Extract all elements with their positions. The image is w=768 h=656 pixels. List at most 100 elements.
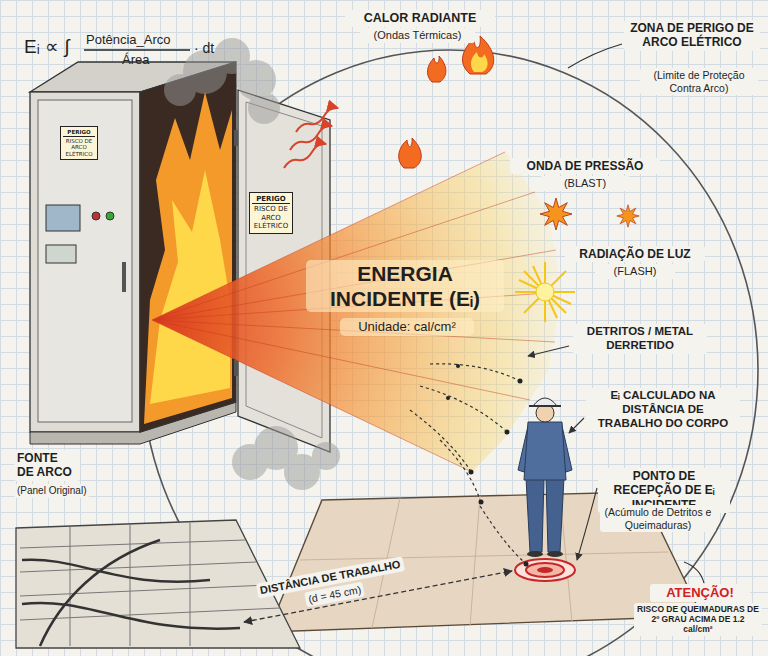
flash-ray (524, 271, 566, 313)
hinge (234, 130, 238, 146)
debris-path (430, 364, 518, 380)
worker (518, 398, 572, 557)
hazard-title: CALOR RADIANTE (345, 10, 495, 27)
heat-wave (284, 144, 326, 168)
smoke-puff (312, 442, 340, 470)
debris (410, 364, 529, 567)
formula-denominator: Área (122, 52, 149, 68)
debris-dot (479, 500, 484, 505)
leader-arrow (569, 418, 584, 433)
debris-dot (505, 430, 510, 435)
flash-ray (519, 280, 571, 304)
hazard-title: ONDA DE PRESSÃO (510, 158, 660, 174)
unit-note: Unidade: cal/cm² (340, 318, 474, 336)
leader-line (568, 44, 622, 68)
flash-ray (533, 266, 557, 318)
debris-dot (518, 379, 523, 384)
warning-sign: PERIGORISCO DE ARCO ELÉTRICO (249, 192, 293, 234)
hazard-title: RADIAÇÃO DE LUZ (565, 246, 705, 262)
formula-symbol: Eᵢ ∝ ∫ (24, 36, 69, 59)
source-note: (Panel Original) (14, 484, 89, 498)
callout-text: Eᵢ CALCULADO NA DISTÂNCIA DE TRABALHO DO… (586, 388, 740, 431)
fraction-bar (84, 49, 190, 50)
button (92, 212, 100, 220)
debris-dot (446, 396, 450, 400)
cabinet-front (30, 92, 140, 432)
warning-text: RISCO DE QUEIMADURAS DE 2º GRAU ACIMA DE… (634, 603, 762, 636)
fire (144, 92, 232, 424)
flash-ray (524, 271, 566, 313)
target-ring (526, 563, 564, 577)
zone-title: ZONA DE PERIGO DE ARCO ELÉTRICO (624, 20, 760, 51)
hazard-note: (FLASH) (595, 264, 675, 279)
worker-leg (546, 478, 564, 552)
sign-heading: PERIGO (252, 195, 290, 204)
leader-line (684, 562, 704, 583)
flash-rays (515, 262, 575, 322)
flame-core (471, 52, 488, 72)
button (106, 212, 114, 220)
main-title: ENERGIA INCIDENTE (Eᵢ) (306, 260, 504, 312)
heat-wave (290, 126, 332, 150)
debris-dot (524, 562, 529, 567)
energy-cone (152, 152, 562, 472)
trench-grating (20, 523, 280, 646)
sign-text: RISCO DE ARCO ELÉTRICO (63, 138, 95, 158)
callout-note: (Acúmulo de Detritos e Queimaduras) (600, 505, 716, 532)
handle (122, 262, 126, 292)
source-title: FONTE DE ARCO (14, 450, 80, 481)
heat-wave (296, 108, 338, 132)
hazard-note: (BLAST) (540, 176, 630, 191)
warning-sign: PERIGORISCO DE ARCO ELÉTRICO (60, 126, 98, 160)
target-center (537, 567, 553, 573)
flash-core (536, 283, 554, 301)
leader-arrow (528, 346, 569, 356)
hazard-note: (Ondas Térmicas) (360, 28, 475, 43)
display (46, 205, 80, 231)
hazard-title: DETRITOS / METAL DERRETIDO (573, 324, 707, 354)
flame (428, 56, 446, 82)
worker-leg (526, 478, 544, 552)
target-ring (515, 559, 575, 581)
sign-text: RISCO DE ARCO ELÉTRICO (252, 205, 290, 230)
ray (152, 152, 505, 320)
light-flash (515, 262, 575, 322)
debris-path (420, 386, 505, 430)
target-mark (515, 559, 575, 581)
meter (46, 245, 76, 263)
debris-dot (456, 364, 460, 368)
sign-heading: PERIGO (63, 129, 95, 137)
hard-hat (533, 398, 557, 406)
debris-dot (469, 470, 474, 475)
zone-note: (Limite de Proteção Contra Arco) (640, 68, 758, 95)
cabinet-interior (140, 62, 236, 432)
heat-waves (284, 108, 338, 168)
flames (399, 36, 494, 168)
blast-star (540, 198, 572, 230)
cabinet-panel (38, 100, 132, 422)
blast-star (617, 205, 639, 227)
smoke-puff (248, 92, 280, 124)
fire-core (150, 170, 230, 404)
ray (152, 320, 472, 472)
smoke-puff (164, 74, 196, 106)
hinge (234, 360, 238, 376)
ray (152, 192, 535, 320)
worker-torso (524, 422, 566, 480)
energy-rays (152, 152, 562, 472)
cable (22, 540, 240, 646)
debris-path (440, 440, 480, 500)
leader-arrow (577, 488, 597, 560)
warning-title: ATENÇÃO! (650, 584, 750, 602)
debris-paths (410, 364, 524, 562)
worker-shoe (527, 551, 543, 557)
ray (152, 250, 556, 320)
formula-term: · dt (194, 40, 214, 57)
debris-dots (446, 364, 529, 567)
hard-hat-brim (529, 405, 561, 407)
flame (399, 138, 422, 168)
formula-numerator: Potência_Arco (86, 32, 171, 48)
debris-path (480, 506, 524, 562)
worker-shoe (547, 551, 563, 557)
